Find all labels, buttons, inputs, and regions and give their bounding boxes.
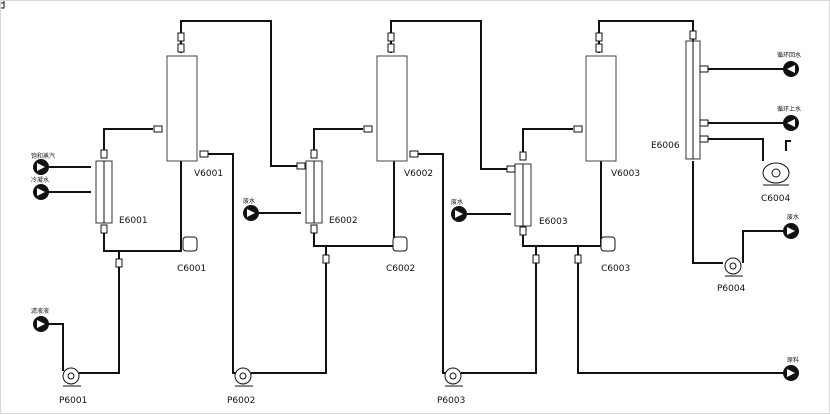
- label-e6002: E6002: [329, 216, 358, 226]
- label-p6003: P6003: [437, 396, 465, 406]
- stream-steam-in: 饱和蒸汽: [31, 152, 55, 160]
- label-p6002: P6002: [227, 396, 255, 406]
- pipe-v6002-vapor: [390, 20, 513, 170]
- flange-6: [689, 30, 697, 40]
- stream-waste-out: 废水: [787, 213, 799, 221]
- exchanger-e6001: [95, 160, 113, 224]
- label-p6001: P6001: [59, 396, 87, 406]
- flange-14: [322, 254, 330, 264]
- pump-p6003: [444, 367, 463, 387]
- label-c6003: C6003: [601, 264, 630, 274]
- stream-waste-2: 废水: [243, 197, 255, 205]
- label-e6001: E6001: [119, 216, 148, 226]
- arrow-waste-out: [783, 223, 799, 239]
- flange-1: [177, 32, 185, 42]
- flange-5: [595, 32, 603, 42]
- pump-p6004: [724, 257, 743, 277]
- pipe-e6001-to-v6001: [103, 128, 153, 151]
- pipe-v6002-to-p6003: [411, 153, 451, 374]
- flange-24: [699, 65, 709, 73]
- pipe-p6004-out: [742, 230, 787, 263]
- arrow-steam-in: [33, 159, 49, 175]
- flange-19: [573, 125, 583, 133]
- flange-22: [296, 162, 306, 170]
- flange-13: [115, 258, 123, 268]
- label-p6004: P6004: [717, 284, 746, 294]
- condenser-c6003: [600, 236, 616, 252]
- flange-21: [409, 150, 419, 158]
- flange-18: [363, 125, 373, 133]
- pipe-v6001-vapor: [180, 20, 303, 167]
- flange-20: [199, 150, 209, 158]
- stream-cooling-water: 冷凝水: [31, 176, 49, 184]
- label-e6003: E6003: [539, 217, 568, 227]
- pipe-e6006-to-p6004: [692, 161, 723, 264]
- arrow-waste-3: [451, 206, 467, 222]
- stream-supply-water: 循环上水: [777, 105, 801, 113]
- pipe-product-out: [577, 246, 787, 374]
- vessel-v6002: [376, 55, 408, 162]
- pipe-e6002-to-v6002: [313, 128, 363, 151]
- label-c6002: C6002: [386, 264, 415, 274]
- pipe-feed-to-p6001: [49, 323, 64, 371]
- flange-7: [100, 149, 108, 159]
- vessel-v6001: [166, 55, 198, 162]
- pipe-v6003-vapor: [598, 20, 694, 53]
- pipe-v6001-to-p6002: [201, 153, 241, 374]
- stream-product-out: 原料: [787, 356, 799, 364]
- flange-4: [595, 43, 603, 53]
- fittings: [1, 1, 5, 9]
- pipe-e6003-to-v6003: [522, 128, 573, 153]
- label-v6001: V6001: [194, 169, 223, 179]
- pump-c6004: [762, 162, 790, 186]
- label-v6003: V6003: [611, 169, 640, 179]
- pipe-e6001-bottom: [103, 161, 182, 252]
- label-c6004: C6004: [761, 194, 790, 204]
- label-e6006: E6006: [651, 141, 680, 151]
- condenser-c6001: [182, 236, 198, 252]
- arrow-cooling-water: [33, 184, 49, 200]
- exchanger-e6002: [305, 160, 323, 224]
- pump-p6001: [62, 367, 81, 387]
- flange-8: [100, 224, 108, 234]
- condenser-c6002: [392, 236, 408, 252]
- pipe-e6001-to-p6001: [79, 251, 120, 374]
- flange-25: [699, 119, 709, 127]
- flange-23: [506, 165, 516, 173]
- stream-feed: 滤液液: [31, 307, 49, 315]
- arrow-feed: [33, 316, 49, 332]
- flange-0: [177, 43, 185, 53]
- pipe-e6002-bottom: [313, 159, 395, 247]
- flange-15: [532, 254, 540, 264]
- arrow-waste-2: [243, 205, 259, 221]
- flange-11: [519, 151, 527, 161]
- exchanger-e6006: [685, 40, 701, 160]
- flange-10: [310, 224, 318, 234]
- flange-17: [153, 125, 163, 133]
- pipe-e6003-bottom: [522, 159, 602, 247]
- flange-26: [699, 135, 709, 143]
- arrow-supply-water: [783, 115, 799, 131]
- pipe-c6004-vent: [785, 140, 791, 151]
- pump-p6002: [234, 367, 253, 387]
- arrow-return-water: [783, 61, 799, 77]
- flange-3: [387, 32, 395, 42]
- pipe-e6002-to-p6002: [251, 246, 327, 374]
- stream-return-water: 循环回水: [777, 51, 801, 59]
- label-c6001: C6001: [177, 264, 206, 274]
- vessel-v6003: [585, 55, 617, 162]
- stream-waste-3: 废水: [451, 198, 463, 206]
- flange-12: [519, 226, 527, 236]
- flange-2: [387, 43, 395, 53]
- arrow-product-out: [783, 365, 799, 381]
- exchanger-e6003: [514, 163, 532, 227]
- pipe-e6003-to-p6003: [461, 246, 537, 374]
- pipe-steam-e6001: [49, 166, 91, 193]
- label-v6002: V6002: [404, 169, 433, 179]
- flange-9: [310, 149, 318, 159]
- pipe-e6006-to-c6004: [701, 138, 764, 161]
- flange-16: [574, 254, 582, 264]
